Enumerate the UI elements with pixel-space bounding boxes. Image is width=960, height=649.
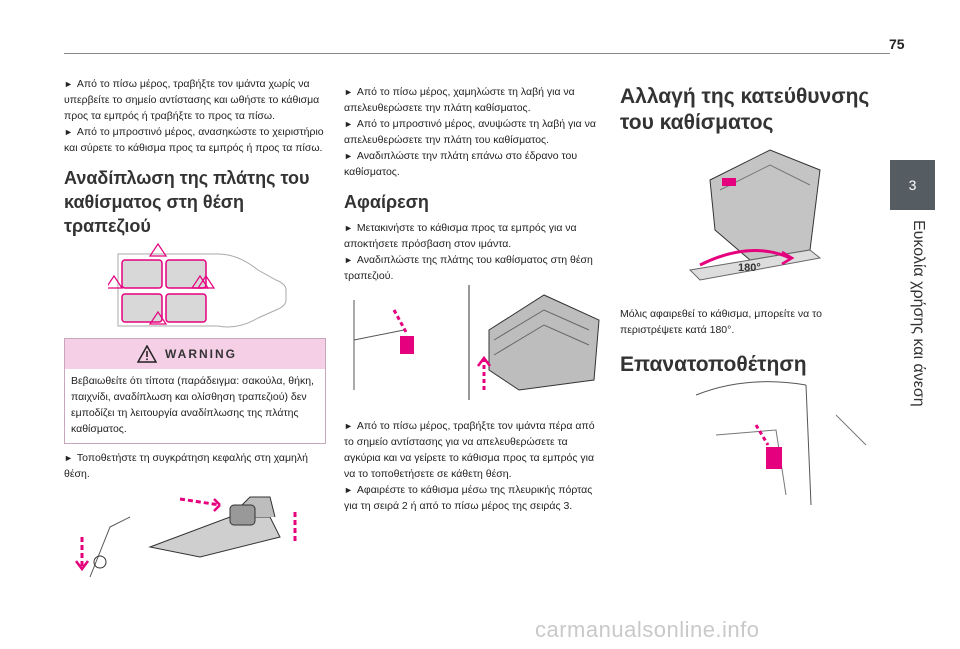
chapter-title: Ευκολία χρήσης και άνεση (910, 220, 927, 407)
warning-header: WARNING (65, 339, 325, 369)
instruction-1: ►Από το πίσω μέρος, τραβήξτε τον ιμάντα … (64, 78, 320, 122)
section-heading-refit: Επανατοποθέτηση (620, 353, 807, 376)
warning-label: WARNING (165, 347, 237, 361)
page-number: 75 (889, 36, 905, 52)
warning-box: WARNING Βεβαιωθείτε ότι τίποτα (παράδειγ… (64, 338, 326, 444)
seat-refit-illustration (695, 381, 867, 506)
chapter-tab[interactable]: 3 (890, 160, 935, 210)
column-2: ►Από το πίσω μέρος, χαμηλώστε τη λαβή γι… (344, 84, 606, 284)
column-3-lower: Μόλις αφαιρεθεί το κάθισμα, μπορείτε να … (620, 306, 882, 378)
watermark: carmanualsonline.info (535, 617, 760, 642)
column-2-lower: ►Από το πίσω μέρος, τραβήξτε τον ιμάντα … (344, 418, 606, 514)
column-3: Αλλαγή της κατεύθυνσης του καθίσματος (620, 84, 882, 136)
headrest-illustration (75, 496, 297, 578)
instruction-c2-3: ►Αναδιπλώστε την πλάτη επάνω στο έδρανο … (344, 150, 578, 178)
section-heading-removal: Αφαίρεση (344, 192, 429, 212)
warning-icon (137, 345, 157, 363)
seat-removal-illustration (353, 285, 600, 400)
seat-rotation-illustration: 180° (688, 149, 822, 281)
instruction-c2-7: ►Αφαιρέστε το κάθισμα μέσω της πλευρικής… (344, 484, 593, 512)
instruction-c2-1: ►Από το πίσω μέρος, χαμηλώστε τη λαβή γι… (344, 86, 575, 114)
section-heading-direction: Αλλαγή της κατεύθυνσης του καθίσματος (620, 85, 870, 134)
instruction-2: ►Από το μπροστινό μέρος, ανασηκώστε το χ… (64, 126, 324, 154)
instruction-3-block: ►Τοποθετήστε τη συγκράτηση κεφαλής στη χ… (64, 450, 326, 482)
instruction-c2-5: ►Αναδιπλώστε της πλάτης του καθίσματος σ… (344, 254, 593, 282)
warning-text: Βεβαιωθείτε ότι τίποτα (παράδειγμα: σακο… (71, 375, 314, 435)
instruction-c2-4: ►Μετακινήστε το κάθισμα προς τα εμπρός γ… (344, 222, 577, 250)
instruction-c2-2: ►Από το μπροστινό μέρος, ανυψώστε τη λαβ… (344, 118, 596, 146)
instruction-c2-6: ►Από το πίσω μέρος, τραβήξτε τον ιμάντα … (344, 420, 595, 480)
instruction-3: ►Τοποθετήστε τη συγκράτηση κεφαλής στη χ… (64, 452, 308, 480)
column-1: ►Από το πίσω μέρος, τραβήξτε τον ιμάντα … (64, 76, 326, 238)
rotation-text: Μόλις αφαιρεθεί το κάθισμα, μπορείτε να … (620, 308, 823, 336)
seat-layout-illustration (108, 242, 287, 328)
section-heading-tray: Αναδίπλωση της πλάτης του καθίσματος στη… (64, 168, 310, 236)
header-rule (64, 53, 890, 54)
rotation-label: 180° (738, 262, 761, 274)
